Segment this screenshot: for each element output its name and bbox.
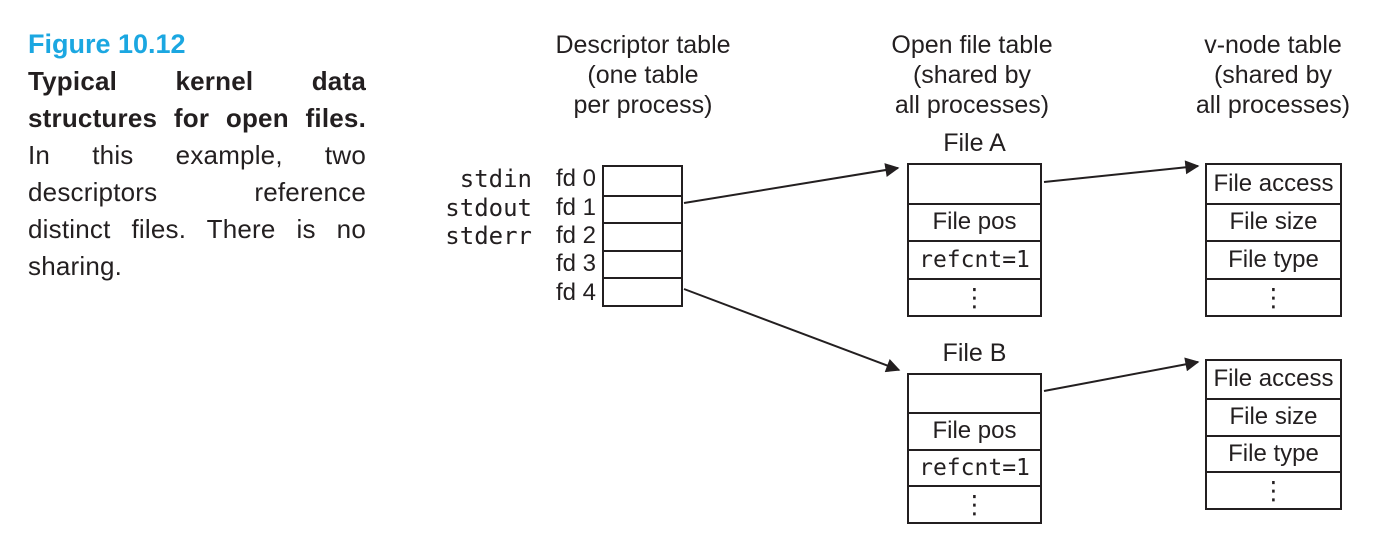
vnode2-type-cell: File type — [1207, 434, 1340, 472]
vnode1-size-cell: File size — [1207, 202, 1340, 241]
fd2-cell — [604, 222, 681, 250]
fd-labels: fd 0 fd 1 fd 2 fd 3 fd 4 — [538, 165, 596, 307]
stdout-label: stdout — [445, 193, 532, 222]
vnode1-ellipsis-cell: ⋮ — [1207, 277, 1340, 316]
vnode1-access-cell: File access — [1213, 169, 1334, 197]
caption-bold-text: Typical kernel data structures for open … — [28, 66, 366, 133]
fd1-label: fd 1 — [555, 193, 596, 221]
descriptor-table-header: Descriptor table (one table per process) — [518, 30, 768, 120]
fd0-cell — [604, 167, 681, 195]
descriptor-header-line-3: per process) — [573, 91, 713, 119]
arrow-fd1-to-file-a — [683, 163, 900, 204]
vnode2-ellipsis-cell: ⋮ — [1207, 471, 1340, 508]
vnode2-size-cell: File size — [1207, 397, 1340, 435]
descriptor-header-line-2: (one table — [587, 61, 699, 89]
arrow-fd4-to-file-b — [683, 288, 901, 373]
vnode-header-line-2: (shared by — [1213, 61, 1333, 89]
file-a-empty-cell — [909, 165, 1040, 203]
vnode-header-line-1: v-node table — [1204, 31, 1342, 59]
vnode-table-header: v-node table (shared by all processes) — [1148, 30, 1393, 120]
file-b-ellipsis-cell: ⋮ — [909, 485, 1040, 522]
open-file-header-line-2: (shared by — [912, 61, 1032, 89]
fd4-cell — [604, 277, 681, 305]
arrow-file-a-to-vnode-1 — [1043, 160, 1200, 183]
figure-caption: Figure 10.12 Typical kernel data structu… — [28, 26, 366, 285]
arrow-file-b-to-vnode-2 — [1043, 357, 1200, 392]
caption-text: Typical kernel data structures for open … — [28, 63, 366, 285]
vnode2-access-cell: File access — [1213, 365, 1334, 393]
fd2-label: fd 2 — [555, 221, 596, 249]
descriptor-table — [602, 165, 683, 307]
vnode1-type-cell: File type — [1207, 240, 1340, 278]
file-b-title: File B — [942, 339, 1007, 367]
file-a-filepos-cell: File pos — [909, 202, 1040, 241]
open-file-table-b: File pos refcnt=1 ⋮ — [907, 373, 1042, 524]
fd0-label: fd 0 — [555, 165, 596, 193]
fd4-label: fd 4 — [555, 278, 596, 306]
open-file-table-header: Open file table (shared by all processes… — [847, 30, 1097, 120]
vnode-table-1: File access File size File type ⋮ — [1205, 163, 1342, 317]
fd3-cell — [604, 249, 681, 278]
file-b-empty-cell — [909, 375, 1040, 412]
stderr-label: stderr — [445, 221, 532, 250]
vnode-table-2: File access File size File type ⋮ — [1205, 359, 1342, 510]
file-b-refcnt-cell: refcnt=1 — [909, 448, 1040, 486]
figure-label: Figure 10.12 — [28, 29, 186, 59]
caption-body-text: In this example, two descriptors referen… — [28, 140, 366, 281]
open-file-table-a: File pos refcnt=1 ⋮ — [907, 163, 1042, 317]
vnode-header-line-3: all processes) — [1195, 91, 1351, 119]
descriptor-header-line-1: Descriptor table — [555, 31, 731, 59]
fd1-cell — [604, 194, 681, 223]
open-file-header-line-1: Open file table — [891, 31, 1053, 59]
file-b-filepos-cell: File pos — [909, 411, 1040, 449]
open-file-header-line-3: all processes) — [894, 91, 1050, 119]
stdin-label: stdin — [459, 165, 532, 194]
file-a-title: File A — [943, 129, 1006, 157]
fd3-label: fd 3 — [555, 250, 596, 278]
file-a-refcnt-cell: refcnt=1 — [909, 240, 1040, 278]
std-stream-labels: stdin stdout stderr — [408, 165, 532, 250]
file-a-ellipsis-cell: ⋮ — [909, 277, 1040, 316]
